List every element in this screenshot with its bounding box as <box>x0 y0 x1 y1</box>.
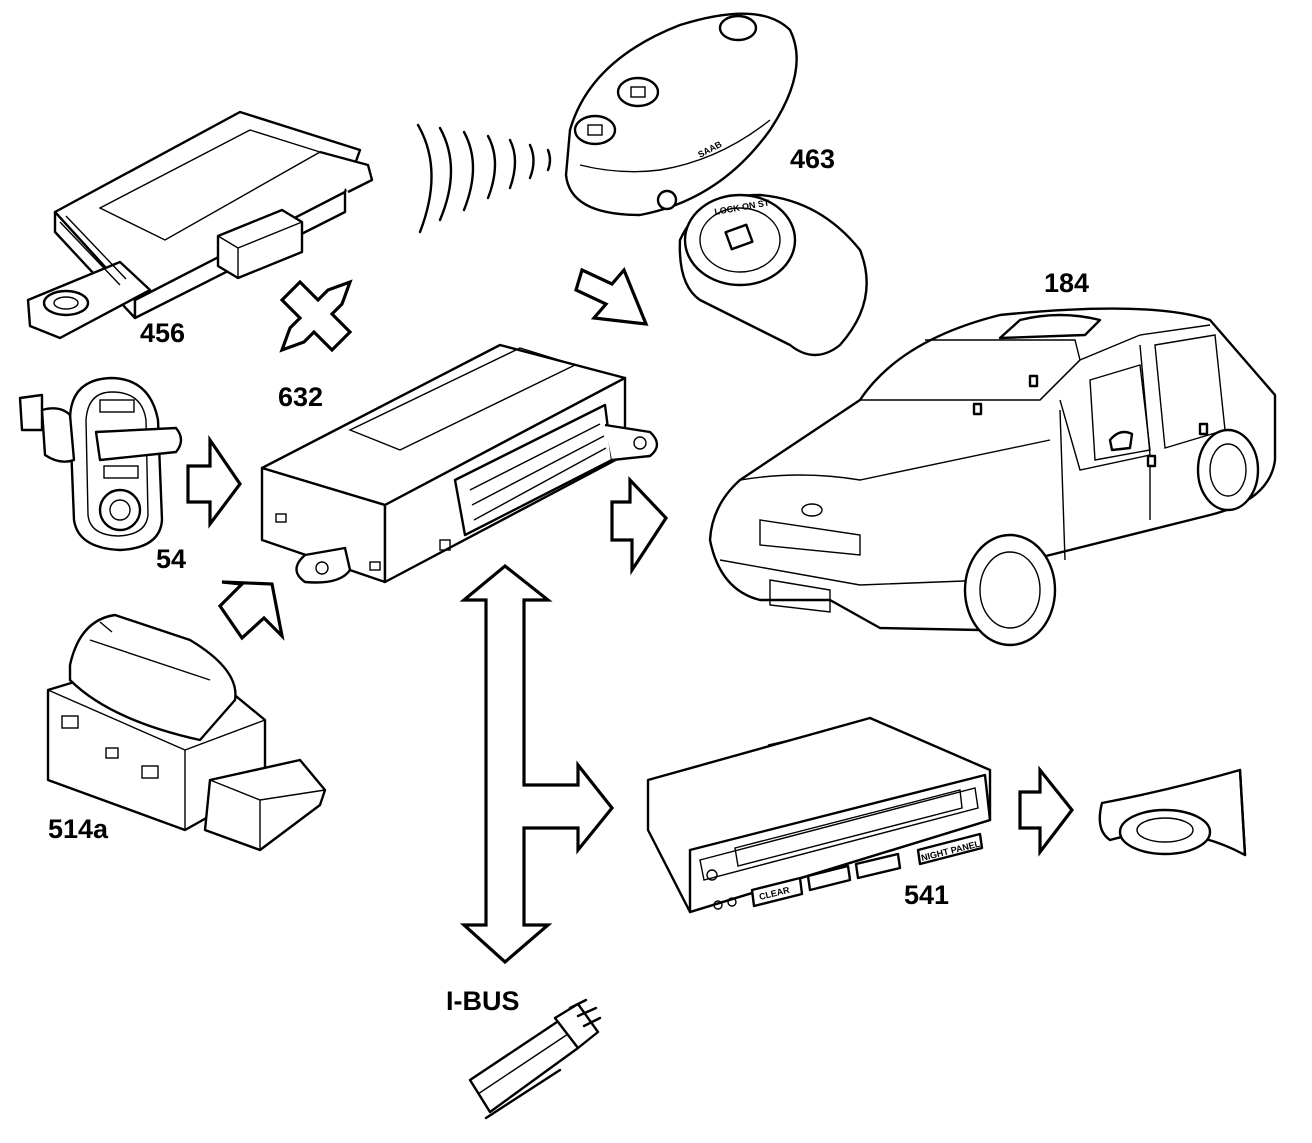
label-514a: 514a <box>48 814 109 844</box>
label-632: 632 <box>278 382 324 412</box>
arrow-i-bus-bidirectional <box>459 563 615 965</box>
i-bus-cable <box>468 998 602 1120</box>
horn-icon <box>1098 768 1247 857</box>
hood-switch-514a <box>46 613 327 852</box>
arrow-456-to-632 <box>279 279 353 353</box>
key-remote-463: SAAB <box>564 12 798 217</box>
display-unit-541: CLEAR NIGHT PANEL <box>646 716 992 914</box>
arrows <box>186 266 1075 965</box>
label-i-bus: I-BUS <box>446 986 520 1016</box>
label-456: 456 <box>140 318 186 348</box>
label-463: 463 <box>790 144 836 174</box>
door-switch-54 <box>18 376 183 552</box>
label-54: 54 <box>156 544 187 574</box>
radio-waves <box>416 123 552 234</box>
arrow-463-to-632 <box>574 266 649 326</box>
label-541: 541 <box>904 880 950 910</box>
arrow-54-to-632 <box>186 434 242 529</box>
control-module-632 <box>260 343 659 584</box>
label-184: 184 <box>1044 268 1090 298</box>
car-184 <box>708 307 1277 647</box>
arrow-514a-to-632 <box>217 580 285 641</box>
ignition-switch: LOCK ON ST <box>678 193 868 357</box>
radio-receiver-456 <box>26 110 374 340</box>
arrow-541-to-horn <box>1018 765 1075 857</box>
arrow-632-to-184 <box>610 475 669 576</box>
